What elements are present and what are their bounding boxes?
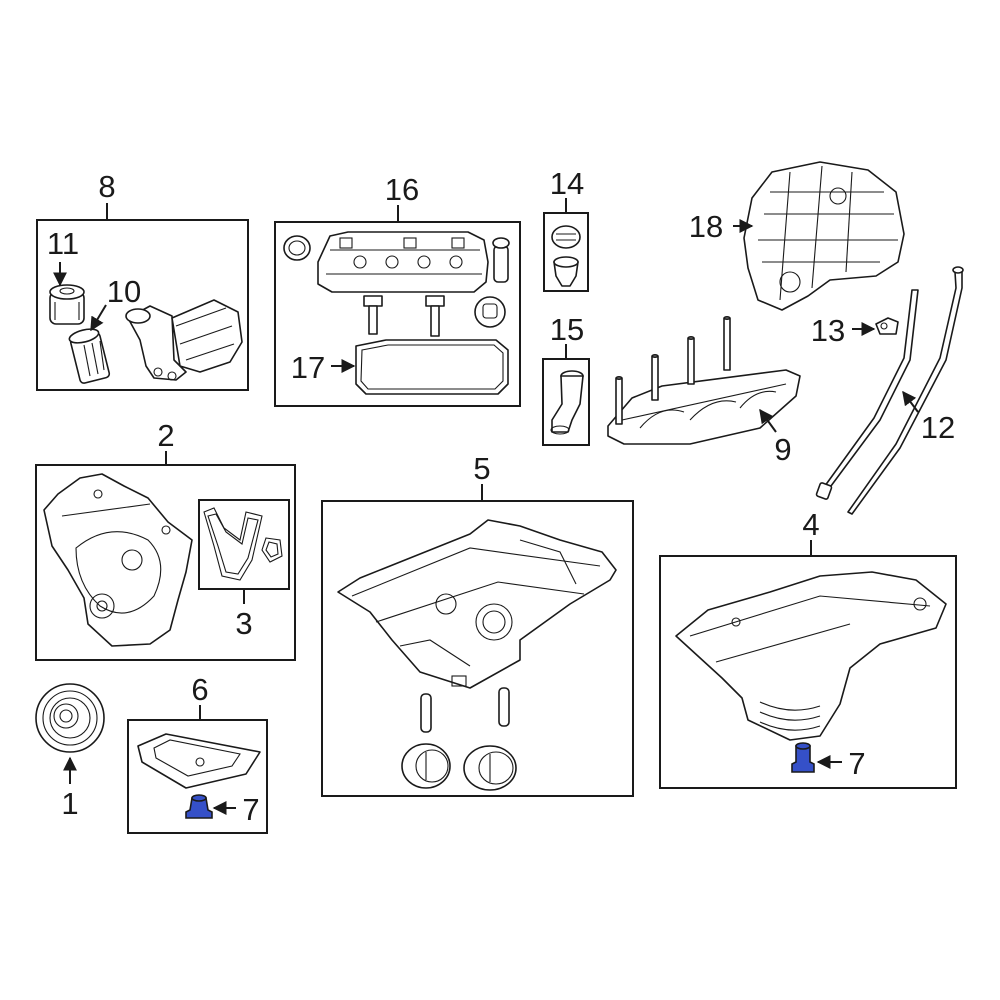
sensor-part[interactable] (492, 237, 510, 283)
valve-cover-stud-part[interactable] (425, 295, 445, 337)
group-9-oil-filter-housing (36, 203, 249, 391)
o-ring-part[interactable] (283, 235, 311, 261)
dipstick-tube-part[interactable] (815, 289, 919, 500)
drain-plug-top (191, 794, 207, 802)
valve-cover-bolt-part[interactable] (363, 295, 383, 335)
callout-11: 11 (47, 226, 79, 261)
group-6-box (127, 719, 268, 834)
callout-8: 9 (774, 432, 791, 467)
group-14-fill-cap (543, 198, 589, 292)
group-3-box (198, 499, 290, 590)
fill-cap-part[interactable] (551, 225, 581, 287)
callout-1: 1 (61, 786, 78, 821)
filter-element-part[interactable] (68, 327, 111, 384)
callout-13: 13 (811, 313, 845, 348)
windage-tray-part[interactable] (607, 315, 801, 445)
callout-9: 8 (98, 169, 115, 204)
filter-cap-part[interactable] (49, 284, 85, 325)
crankshaft-pulley-part[interactable] (35, 683, 105, 753)
group-16-valve-cover (274, 205, 521, 407)
drain-plug-part-upper[interactable] (791, 742, 815, 773)
drain-plug-part-lower[interactable] (185, 794, 213, 819)
group-15-fill-tube (542, 344, 590, 446)
drain-plug-highlight-2 (791, 745, 815, 773)
callout-3: 3 (235, 606, 252, 641)
callout-18: 18 (689, 209, 723, 244)
valve-cover-gasket-part[interactable] (355, 339, 509, 395)
group-5-upper-oil-pan (321, 484, 634, 797)
callout-2: 2 (157, 418, 174, 453)
dipstick-part[interactable] (847, 266, 964, 515)
intake-manifold-part[interactable] (743, 161, 905, 311)
group-9-box (36, 219, 249, 391)
filter-housing-part[interactable] (125, 299, 243, 381)
drain-plug-top-2 (795, 742, 811, 750)
group-4-box (659, 555, 957, 789)
callout-6: 6 (191, 672, 208, 707)
oil-fill-cap-part[interactable] (474, 296, 506, 328)
oil-pan-plate-part[interactable] (137, 733, 261, 789)
group-4-oil-pan (659, 540, 957, 789)
timing-cover-part[interactable] (43, 473, 193, 647)
bearing-sleeve-part-right[interactable] (463, 745, 517, 791)
callout-15: 15 (550, 312, 584, 347)
timing-cover-gasket-part[interactable] (203, 507, 283, 581)
fill-tube-part[interactable] (550, 370, 584, 435)
dowel-pin-part-right[interactable] (498, 687, 510, 727)
bearing-sleeve-part-left[interactable] (401, 743, 451, 789)
callout-17: 17 (291, 350, 325, 385)
callout-16: 16 (385, 172, 419, 207)
group-6-lower-pan (127, 705, 268, 834)
callout-7-upper: 7 (848, 746, 865, 781)
callout-10: 10 (107, 274, 141, 309)
drain-plug-highlight (185, 797, 213, 819)
callout-4: 4 (802, 507, 819, 542)
dowel-pin-part-left[interactable] (420, 693, 432, 733)
group-5-box (321, 500, 634, 797)
upper-oil-pan-part[interactable] (337, 519, 617, 689)
valve-cover-part[interactable] (317, 231, 489, 293)
callout-14: 14 (550, 166, 584, 201)
callout-labels: 8 11 10 16 17 14 15 18 13 12 9 2 3 5 4 6… (47, 166, 955, 827)
callout-7-lower: 7 (242, 792, 259, 827)
oil-pan-part[interactable] (675, 571, 947, 741)
callout-5: 5 (473, 451, 490, 486)
callout-12: 12 (921, 410, 955, 445)
group-2-timing-cover (35, 451, 296, 661)
